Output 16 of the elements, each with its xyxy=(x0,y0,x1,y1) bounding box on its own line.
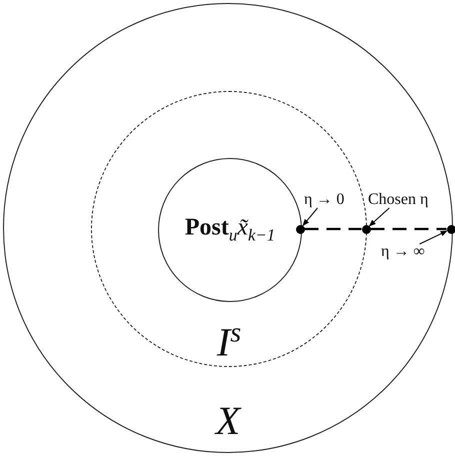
point-marker xyxy=(362,224,370,234)
point-marker xyxy=(296,224,304,234)
point-marker xyxy=(446,224,455,234)
pointer-arrow xyxy=(302,208,318,226)
pointer-arrow xyxy=(368,208,390,226)
set-label: Post$_{u}$x̃$_{k−1}$ xyxy=(184,216,276,244)
circle xyxy=(3,3,453,453)
dashed-line xyxy=(370,228,446,230)
point-label: Chosen η xyxy=(368,192,428,208)
point-label: η → ∞ xyxy=(381,244,425,260)
set-label: X xyxy=(216,401,240,441)
point-label: η → 0 xyxy=(304,192,344,208)
dashed-circle xyxy=(91,91,367,367)
pointer-arrow xyxy=(419,230,448,244)
set-label: I$^{s}$ xyxy=(216,319,242,363)
dashed-line xyxy=(304,228,362,230)
